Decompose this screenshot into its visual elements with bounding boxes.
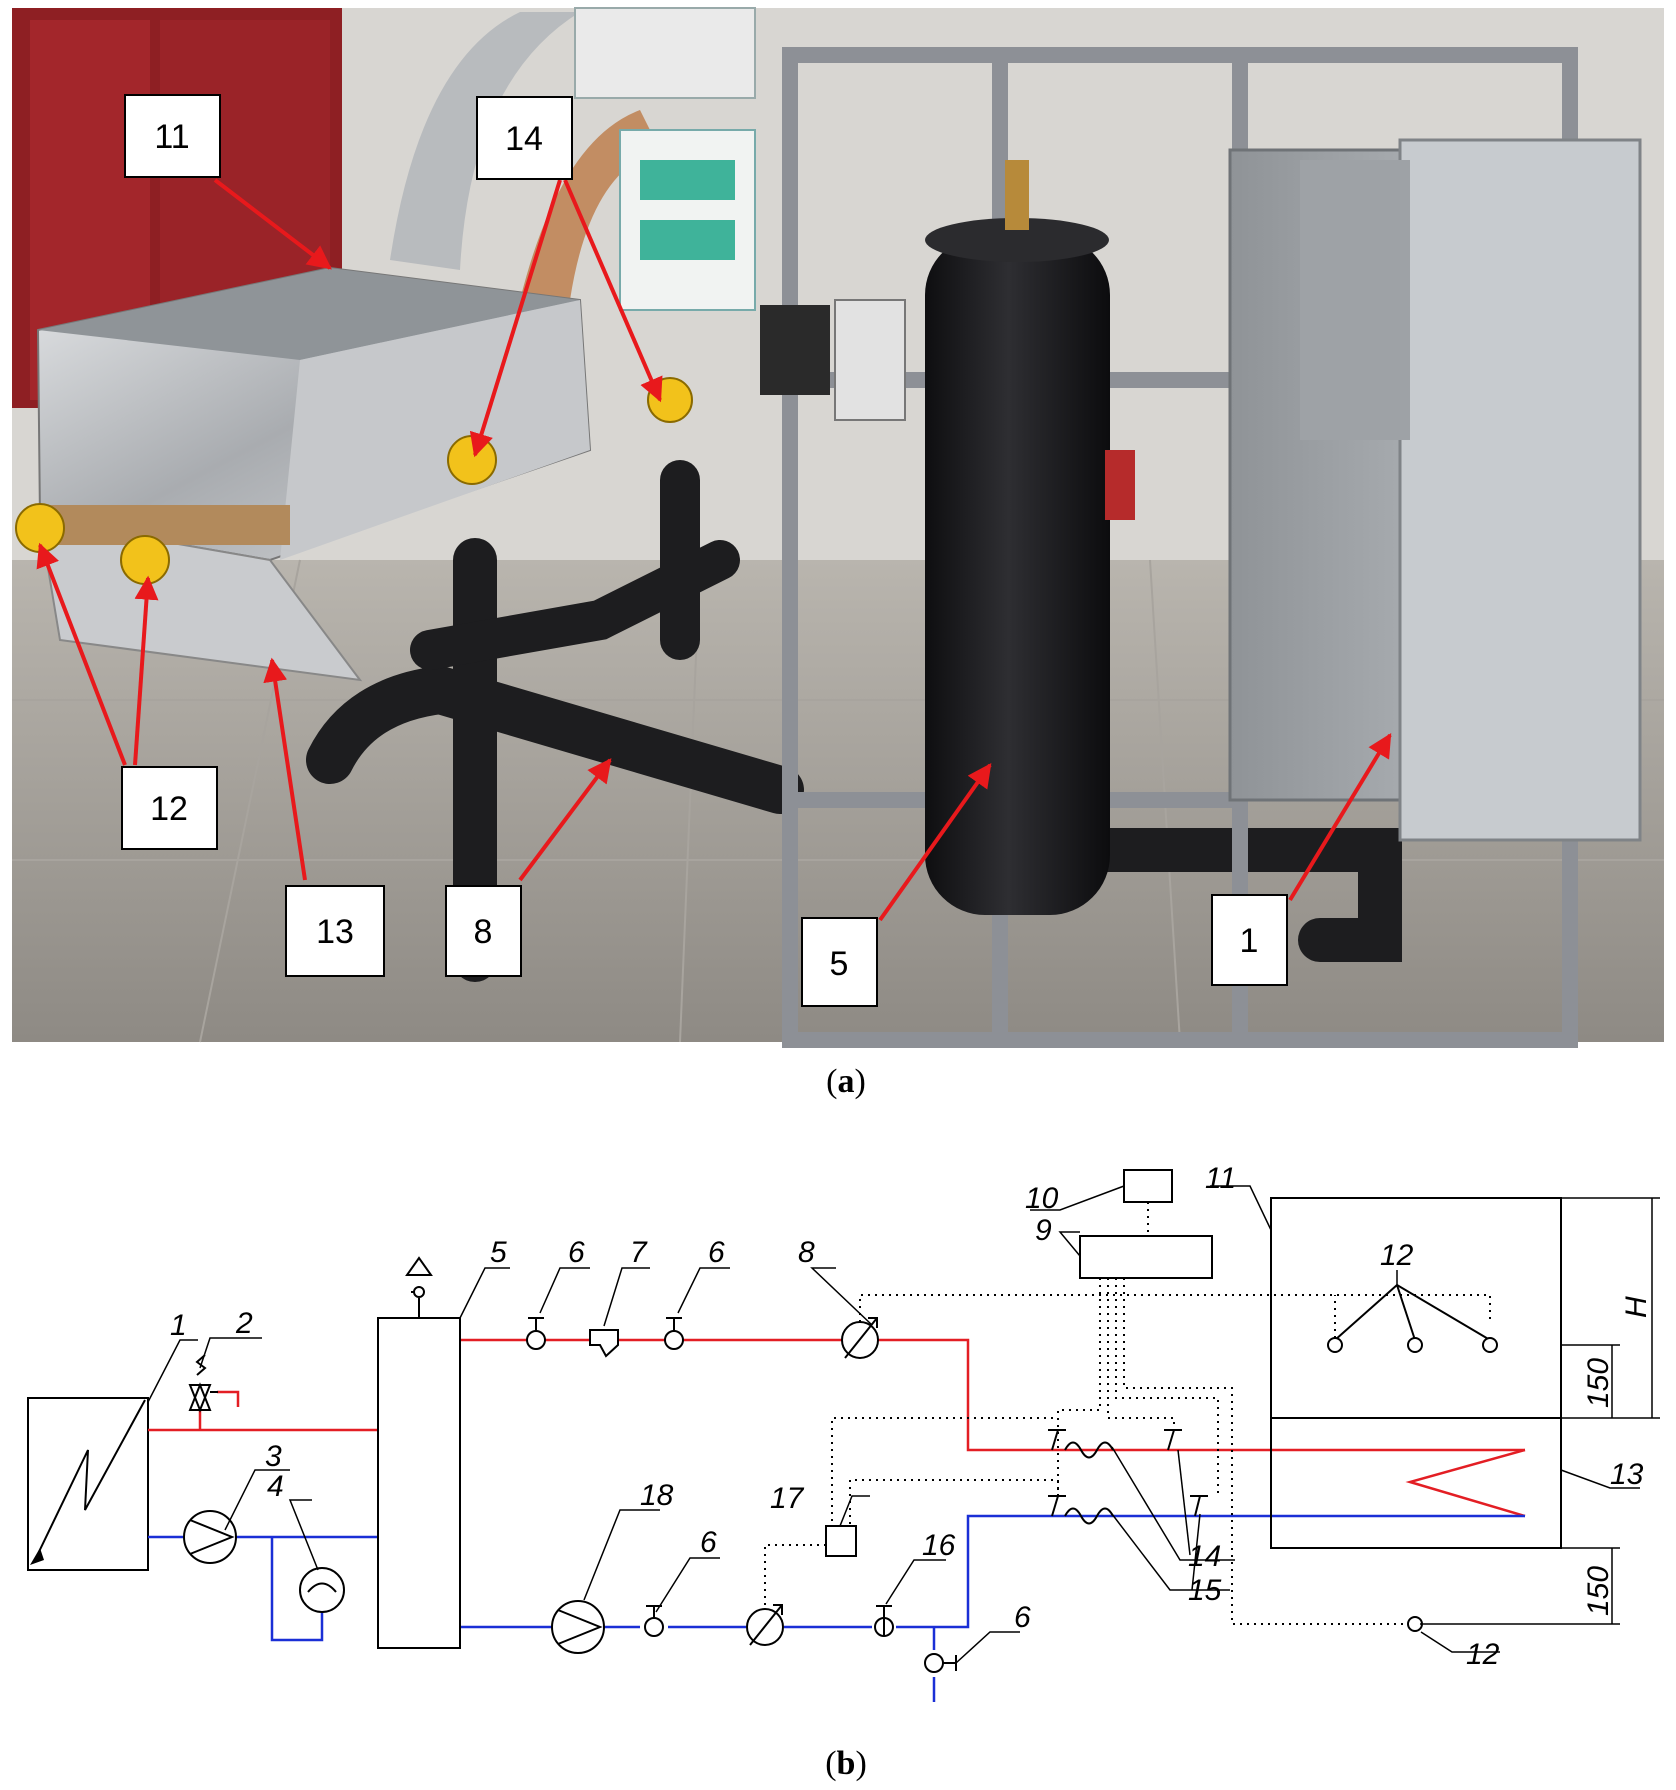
svg-text:11: 11 <box>154 118 189 156</box>
air-sensors-12 <box>1327 1284 1498 1632</box>
callout-label-13: 13 <box>285 885 385 977</box>
safety-valve-symbol <box>188 1354 218 1413</box>
schematic-label-6b: 6 <box>708 1236 725 1269</box>
valve-16-symbol <box>874 1605 894 1637</box>
photo-panel <box>12 7 1664 1048</box>
dimension-label-150-top: 150 <box>1582 1358 1615 1408</box>
schematic-panel: 1 2 3 4 5 6 7 6 8 9 10 11 12 13 12 14 15… <box>27 1162 1660 1702</box>
control-box <box>574 7 756 99</box>
test-chamber-photo <box>36 266 592 682</box>
valve-6a-symbol <box>526 1317 546 1350</box>
callout-label-1: 1 <box>1211 894 1288 986</box>
schematic-label-17: 17 <box>770 1482 805 1515</box>
schematic-label-4: 4 <box>267 1470 284 1503</box>
callout-label-5: 5 <box>801 917 878 1007</box>
expansion-vessel-symbol <box>299 1567 345 1613</box>
callout-arrows <box>36 178 1392 922</box>
schematic-label-6c: 6 <box>700 1526 717 1559</box>
schematic-label-7: 7 <box>630 1236 648 1269</box>
schematic-label-14: 14 <box>1188 1540 1221 1573</box>
schematic-label-13: 13 <box>1610 1458 1644 1491</box>
computer-10-symbol <box>1123 1169 1173 1203</box>
schematic-label-15: 15 <box>1188 1574 1222 1607</box>
caption-b: (b) <box>825 1745 867 1782</box>
valve-6c-symbol <box>644 1605 664 1637</box>
schematic-label-18: 18 <box>640 1479 674 1512</box>
schematic-label-6d: 6 <box>1014 1601 1031 1634</box>
flowmeter-return-symbol <box>746 1604 784 1646</box>
valve-6d-symbol <box>924 1653 957 1673</box>
schematic-label-1: 1 <box>170 1309 187 1342</box>
callout-label-8: 8 <box>445 885 522 977</box>
schematic-label-12-bottom: 12 <box>1466 1638 1500 1671</box>
buffer-tank-symbol <box>377 1256 461 1649</box>
pump-3-symbol <box>183 1510 237 1564</box>
svg-text:14: 14 <box>505 120 543 158</box>
filter-7-symbol <box>589 1329 619 1358</box>
svg-text:1: 1 <box>1240 922 1259 960</box>
heater-symbol <box>27 1397 149 1571</box>
floor-13-symbol <box>1270 1417 1562 1549</box>
caption-a: (a) <box>826 1063 866 1100</box>
svg-text:13: 13 <box>316 913 354 951</box>
supply-line <box>148 1338 1526 1518</box>
schematic-label-8: 8 <box>798 1236 815 1269</box>
schematic-label-11: 11 <box>1205 1162 1236 1195</box>
leader-lines <box>147 1185 1640 1664</box>
schematic-label-10: 10 <box>1025 1182 1059 1215</box>
callout-label-12: 12 <box>121 766 218 850</box>
schematic-label-5: 5 <box>490 1236 507 1269</box>
callout-label-11: 11 <box>124 94 221 178</box>
datalogger-9-symbol <box>1079 1235 1213 1279</box>
controller-17-symbol <box>825 1525 857 1557</box>
storage-tank-photo <box>925 160 1110 915</box>
temp-sensors-14-15 <box>1048 1429 1208 1525</box>
schematic-label-6a: 6 <box>568 1236 585 1269</box>
svg-text:5: 5 <box>830 945 849 983</box>
callout-label-14: 14 <box>476 96 573 180</box>
pump-18-symbol <box>551 1600 605 1654</box>
valve-6b-symbol <box>664 1317 684 1350</box>
return-line <box>148 1514 1525 1702</box>
dimension-lines <box>1420 1197 1660 1625</box>
sensor-heads <box>15 377 693 585</box>
chamber-11-symbol <box>1270 1197 1562 1419</box>
schematic-label-2: 2 <box>235 1307 253 1340</box>
svg-text:12: 12 <box>150 790 188 828</box>
schematic-label-3: 3 <box>265 1440 282 1473</box>
dimension-label-150-bottom: 150 <box>1582 1566 1615 1616</box>
schematic-label-9: 9 <box>1035 1214 1052 1247</box>
dimension-label-h: H <box>1620 1296 1653 1318</box>
schematic-label-12-top: 12 <box>1380 1239 1414 1272</box>
flowmeter-8-symbol <box>841 1317 879 1359</box>
schematic-label-16: 16 <box>922 1529 956 1562</box>
svg-text:8: 8 <box>474 913 493 951</box>
heater-cabinet-photo <box>1228 138 1642 842</box>
